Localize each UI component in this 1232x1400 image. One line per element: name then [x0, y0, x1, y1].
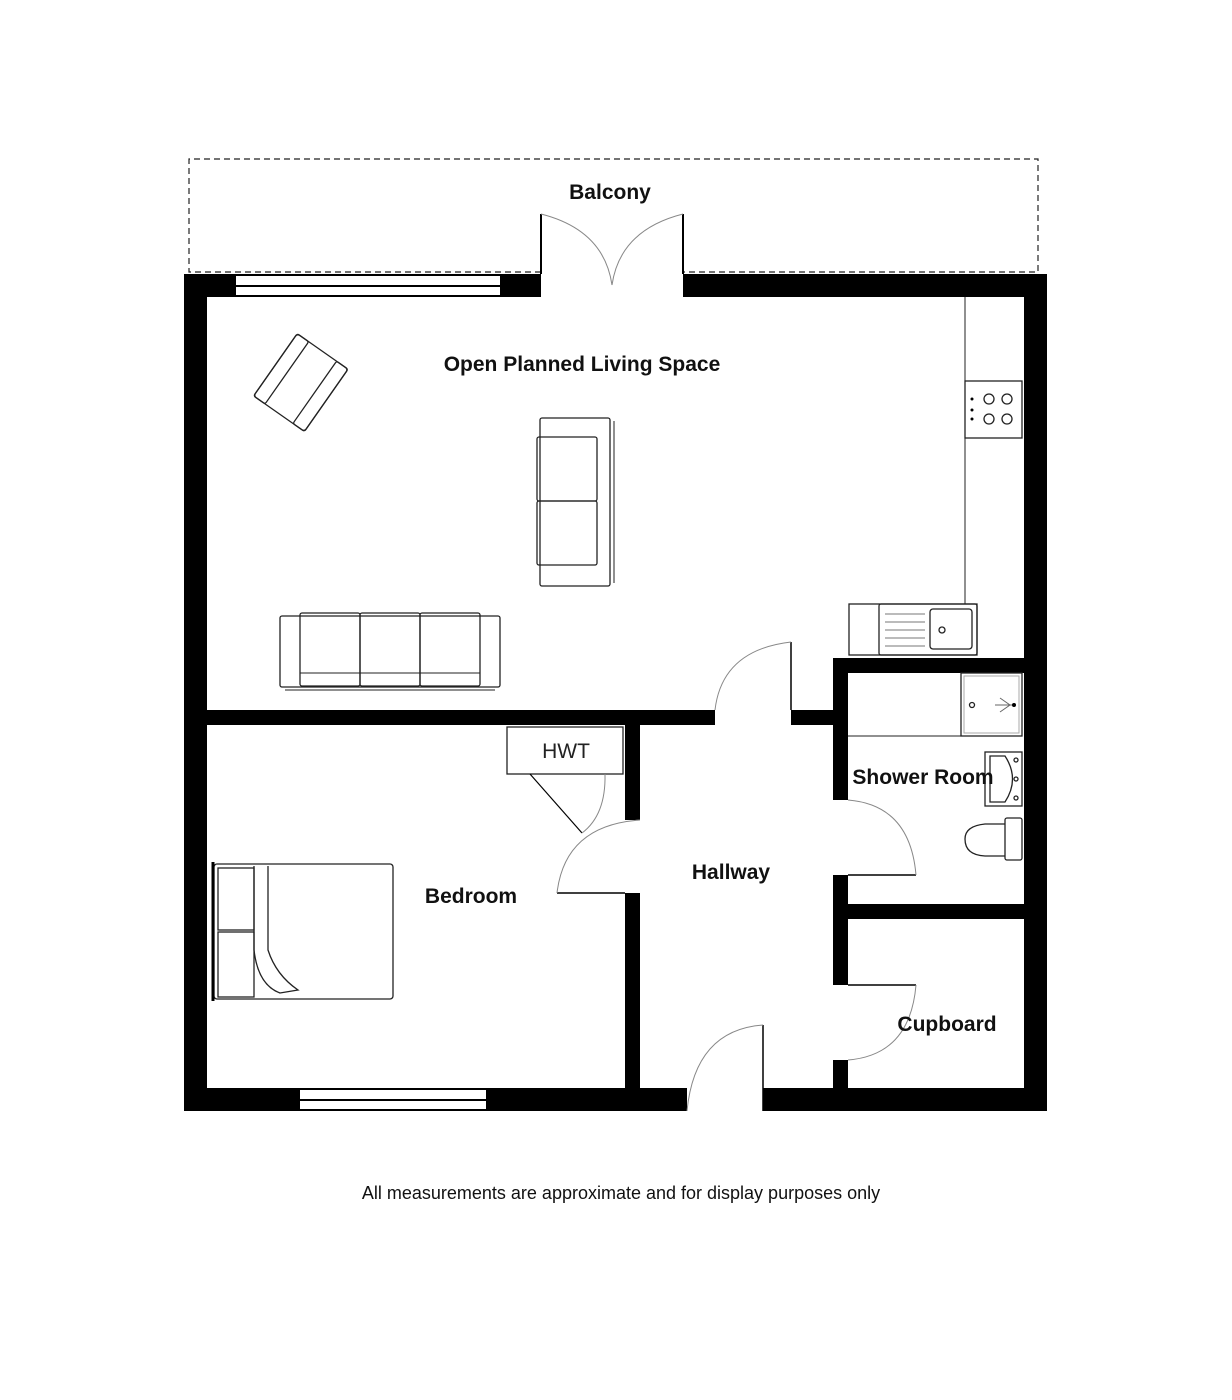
basin-icon [984, 751, 1023, 807]
footer-note: All measurements are approximate and for… [362, 1183, 880, 1203]
cupboard-door [847, 984, 917, 1061]
shower-tray-icon [848, 672, 1023, 737]
label-hwt: HWT [542, 740, 590, 763]
room-label-bedroom: Bedroom [425, 885, 517, 908]
double-bed-icon [211, 862, 394, 1001]
window-living [236, 276, 500, 295]
living-door [714, 641, 792, 711]
balcony-outline [188, 158, 1039, 273]
walls [184, 274, 1047, 1111]
toilet-icon [964, 817, 1023, 861]
window-bedroom [300, 1090, 486, 1109]
bedroom-door [556, 819, 641, 894]
sink-icon [878, 603, 978, 656]
room-label-balcony: Balcony [569, 181, 651, 204]
shower-room-door [847, 799, 917, 876]
armchair-icon [253, 333, 348, 432]
sofa-two-seat-icon [536, 417, 615, 587]
hot-water-tank [506, 726, 624, 834]
front-door [686, 1024, 764, 1112]
hob-icon [964, 380, 1023, 439]
balcony-double-door [540, 213, 684, 286]
room-label-hallway: Hallway [692, 861, 771, 884]
room-label-cupboard: Cupboard [897, 1013, 996, 1036]
kitchen-counter [848, 297, 978, 656]
room-label-living: Open Planned Living Space [444, 353, 721, 376]
sofa-three-seat-icon [279, 612, 501, 691]
room-label-shower-room: Shower Room [852, 766, 993, 789]
